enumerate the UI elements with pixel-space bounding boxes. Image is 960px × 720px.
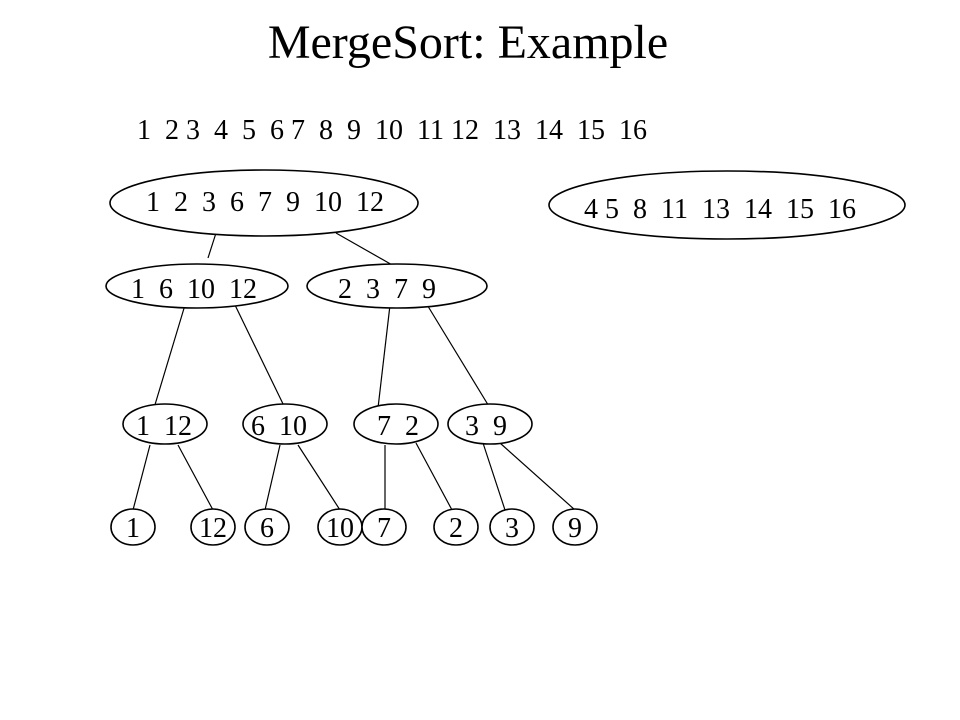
edge-root-to-right [335,232,395,267]
edge-l2b-to-l3d [425,302,491,409]
leaf-node-5: 7 [361,508,407,546]
edge-l3a-to-leaf1 [132,444,151,511]
level2-left-label: 1 6 10 12 [131,274,257,305]
edge-l3d-to-leaf7 [482,442,506,511]
merged-left-half-node: 1 2 3 6 7 9 10 12 [109,169,419,237]
leaf-label-4: 10 [326,513,354,544]
edge-l2a-to-l3a [153,304,186,409]
leaf-node-6: 2 [433,508,479,546]
sorted-result-row: 1 2 3 4 5 6 7 8 9 10 11 12 13 14 15 16 [137,115,647,146]
leaf-node-1: 1 [110,508,156,546]
tree-edges [132,232,576,511]
edge-root-to-left [207,232,217,259]
edge-l3c-to-leaf6 [415,442,453,511]
leaf-label-3: 6 [260,513,274,544]
leaf-node-4: 10 [317,508,363,546]
leaf-node-2: 12 [190,508,236,546]
edge-l2b-to-l3c [377,304,391,409]
level2-right-label: 2 3 7 9 [338,274,436,305]
level2-left-node: 1 6 10 12 [105,263,289,309]
leaf-node-7: 3 [489,508,535,546]
merged-right-half-node: 4 5 8 11 13 14 15 16 [548,170,906,240]
level3-label-4: 3 9 [465,411,507,442]
leaf-node-3: 6 [244,508,290,546]
level3-label-1: 1 12 [136,411,192,442]
leaf-label-2: 12 [199,513,227,544]
leaf-label-5: 7 [377,513,391,544]
edge-l3b-to-leaf3 [264,444,281,511]
level2-right-node: 2 3 7 9 [306,263,488,309]
edge-l3a-to-leaf2 [177,444,214,511]
leaf-node-8: 9 [552,508,598,546]
level3-label-2: 6 10 [251,411,307,442]
merged-left-half-label: 1 2 3 6 7 9 10 12 [146,187,384,218]
level3-node-1: 1 12 [122,403,208,445]
leaf-label-8: 9 [568,513,582,544]
edge-l2a-to-l3b [234,304,286,409]
leaf-label-7: 3 [505,513,519,544]
leaf-label-1: 1 [126,513,140,544]
level3-label-3: 7 2 [377,411,419,442]
merged-right-half-label: 4 5 8 11 13 14 15 16 [584,194,856,225]
edge-l3d-to-leaf8 [499,442,576,511]
edge-l3b-to-leaf4 [297,444,341,511]
leaf-label-6: 2 [449,513,463,544]
page-title: MergeSort: Example [268,16,668,69]
level3-node-4: 3 9 [447,403,533,445]
level3-node-3: 7 2 [353,403,439,445]
level3-node-2: 6 10 [242,403,328,445]
